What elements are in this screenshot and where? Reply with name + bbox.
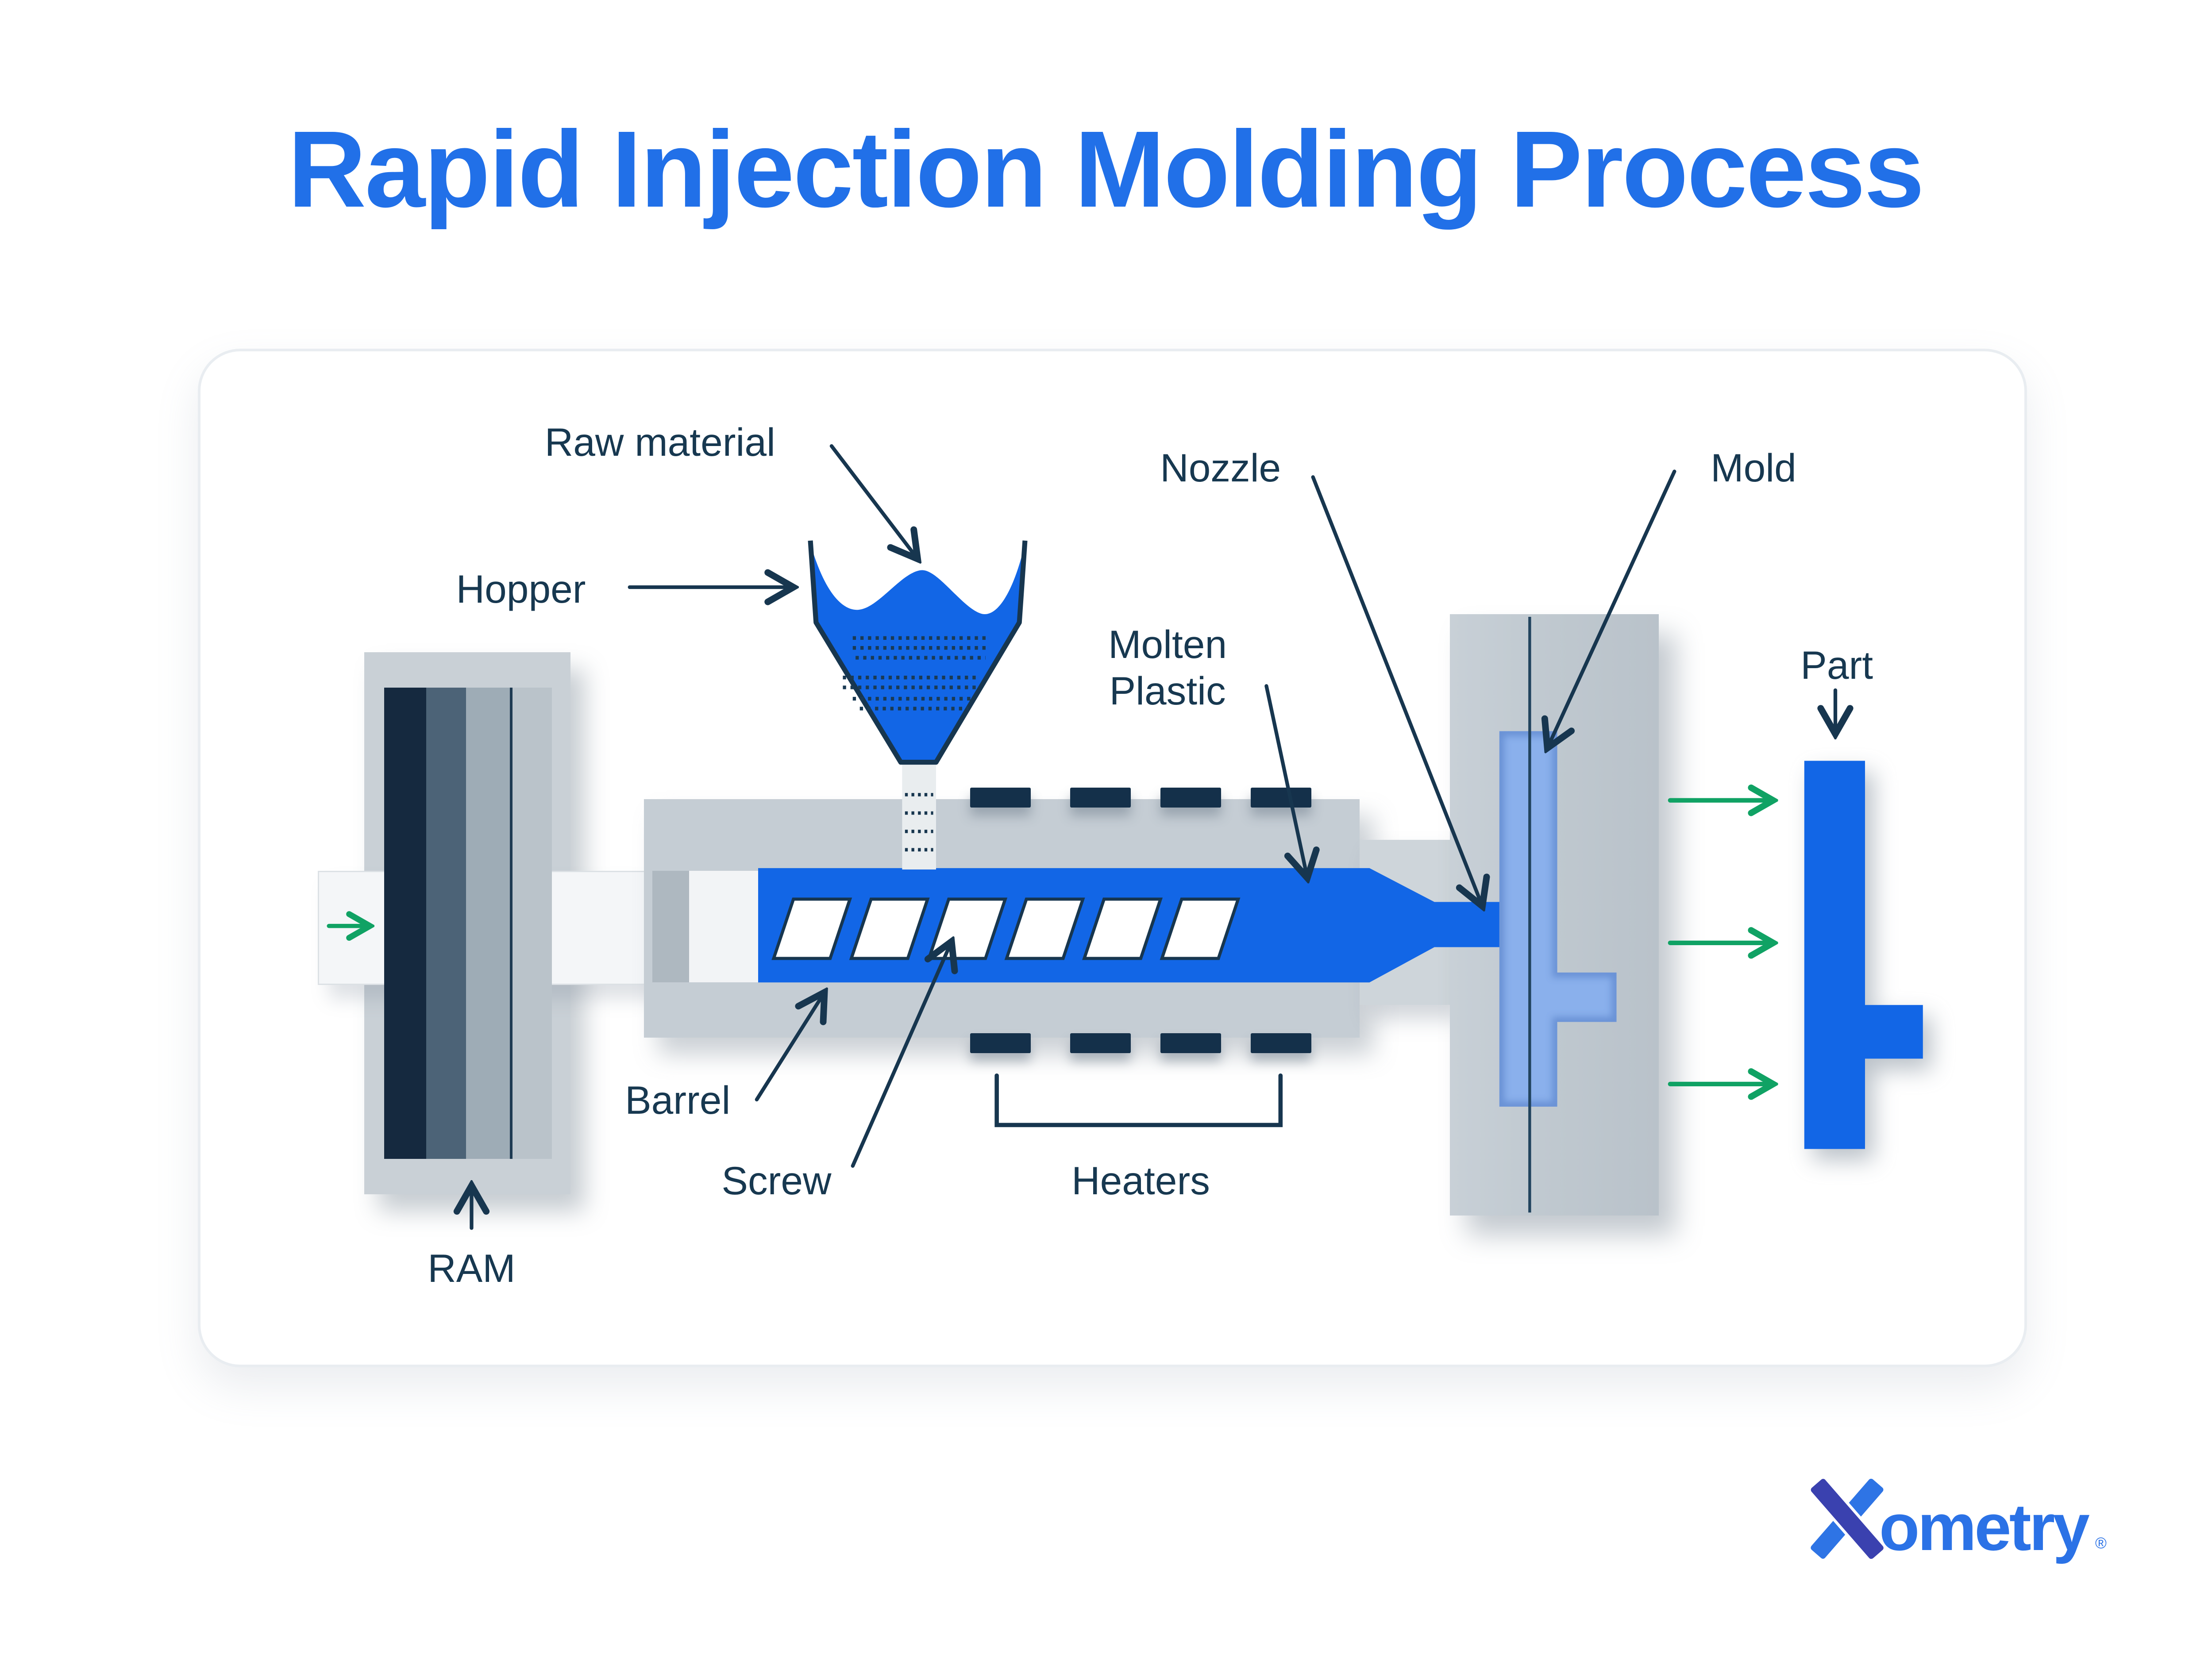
hopper-outline [808, 540, 1028, 765]
label-hopper: Hopper [456, 567, 586, 612]
ram-stripe-dark [384, 687, 427, 1159]
heater-dash [1251, 1033, 1312, 1053]
hopper-neck [902, 762, 936, 870]
label-ram: RAM [428, 1246, 516, 1290]
nozzle-arrow [1311, 475, 1483, 906]
label-nozzle: Nozzle [1160, 445, 1281, 490]
label-raw-material: Raw material [544, 420, 775, 465]
screw-arrow [851, 942, 952, 1168]
heater-dash [1070, 788, 1131, 808]
label-molten-plastic: Molten Plastic [1084, 621, 1251, 715]
heater-dash [1070, 1033, 1131, 1053]
screw-flights [771, 897, 1241, 960]
barrel-arrow [755, 992, 825, 1102]
label-molten-line2: Plastic [1109, 668, 1226, 713]
xometry-x-icon [1810, 1477, 1885, 1560]
xometry-logo: ometry ® [1810, 1477, 2114, 1568]
mold-arrow [1547, 469, 1676, 748]
heaters-bracket [994, 1073, 1283, 1127]
heater-dash [1160, 788, 1222, 808]
piston-head [652, 871, 689, 983]
hopper-liquid [810, 543, 1025, 762]
mold-cavity-edge [1499, 731, 1617, 1107]
logo-wordmark: ometry [1879, 1490, 2090, 1565]
label-heaters: Heaters [1071, 1158, 1210, 1203]
ram-block [384, 687, 552, 1159]
molded-part [1804, 761, 1923, 1149]
heater-dash [970, 788, 1031, 808]
barrel-inlet-block [689, 871, 759, 983]
label-screw: Screw [721, 1158, 832, 1203]
ram-stripe-light [509, 687, 552, 1159]
heater-dash [1160, 1033, 1222, 1053]
registered-mark: ® [2095, 1534, 2107, 1552]
heater-dash [1251, 788, 1312, 808]
hopper-pellet-dots [843, 636, 988, 711]
page-title: Rapid Injection Molding Process [288, 109, 1924, 231]
raw-material-arrow [829, 444, 918, 559]
ram-stripe-gray [466, 687, 510, 1159]
ram-stripe-slate [426, 687, 466, 1159]
label-part: Part [1800, 643, 1873, 688]
molten-plastic-arrow [1264, 684, 1307, 878]
label-barrel: Barrel [625, 1077, 731, 1122]
hopper-neck-dots [905, 793, 933, 852]
label-molten-line1: Molten [1108, 622, 1227, 666]
heater-dash [970, 1033, 1031, 1053]
label-mold: Mold [1711, 445, 1796, 490]
